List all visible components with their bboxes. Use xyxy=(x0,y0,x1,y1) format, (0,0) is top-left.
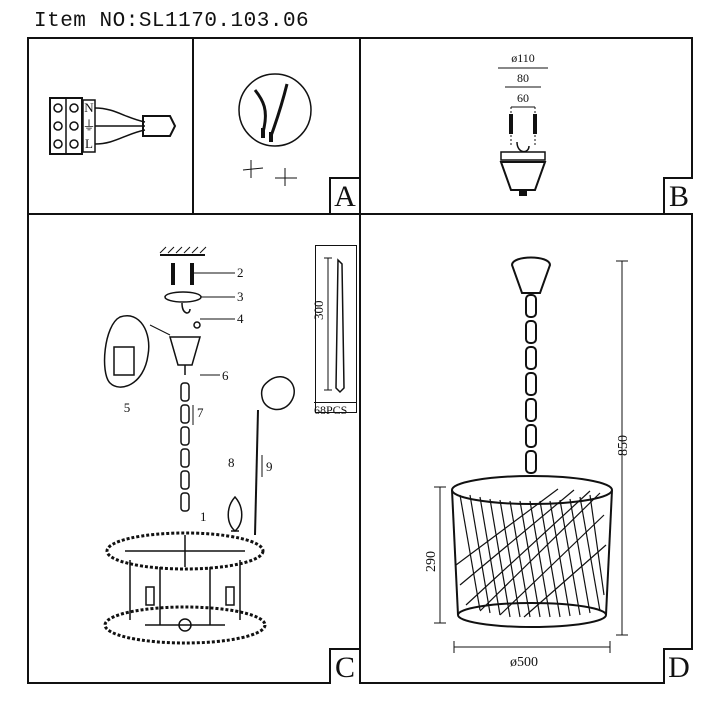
product-dimension-diagram xyxy=(434,256,628,653)
dim-60: 60 xyxy=(517,91,529,105)
canopy-dimension-diagram: ø110 80 60 xyxy=(498,51,548,196)
callout-8: 8 xyxy=(228,455,235,470)
assembly-diagram: 2 3 4 5 6 7 8 9 1 xyxy=(103,246,295,645)
dim-80: 80 xyxy=(517,71,529,85)
panel-d-letter: D xyxy=(663,648,693,684)
crystal-rod-icon xyxy=(324,257,345,394)
divider-horizontal-main xyxy=(27,213,693,215)
panel-a-letter: A xyxy=(329,177,359,213)
dim-height-shade: 290 xyxy=(424,551,439,572)
crystal-length: 300 xyxy=(311,300,326,321)
panel-b-letter: B xyxy=(663,177,693,213)
terminal-ground: ⏚ xyxy=(82,118,95,133)
callout-7: 7 xyxy=(197,405,204,420)
dim-110: ø110 xyxy=(511,51,535,65)
callout-4: 4 xyxy=(237,311,244,326)
terminal-n: N xyxy=(84,100,94,115)
dim-height-total: 850 xyxy=(616,435,631,456)
terminal-l: L xyxy=(85,136,93,151)
divider-vertical-main xyxy=(359,37,361,684)
callout-2: 2 xyxy=(237,265,244,280)
dim-diameter: ø500 xyxy=(510,655,538,670)
crystal-count: 68PCS xyxy=(314,402,356,418)
item-number: Item NO:SL1170.103.06 xyxy=(34,10,310,33)
callout-3: 3 xyxy=(237,289,244,304)
callout-6: 6 xyxy=(222,368,229,383)
wire-connector-detail xyxy=(238,73,312,186)
callout-5: 5 xyxy=(124,400,131,415)
callout-9: 9 xyxy=(266,459,273,474)
panel-c-letter: C xyxy=(329,648,359,684)
divider-vertical-a xyxy=(192,37,194,213)
terminal-block-diagram: N ⏚ L xyxy=(49,97,177,155)
callout-1: 1 xyxy=(200,509,207,524)
